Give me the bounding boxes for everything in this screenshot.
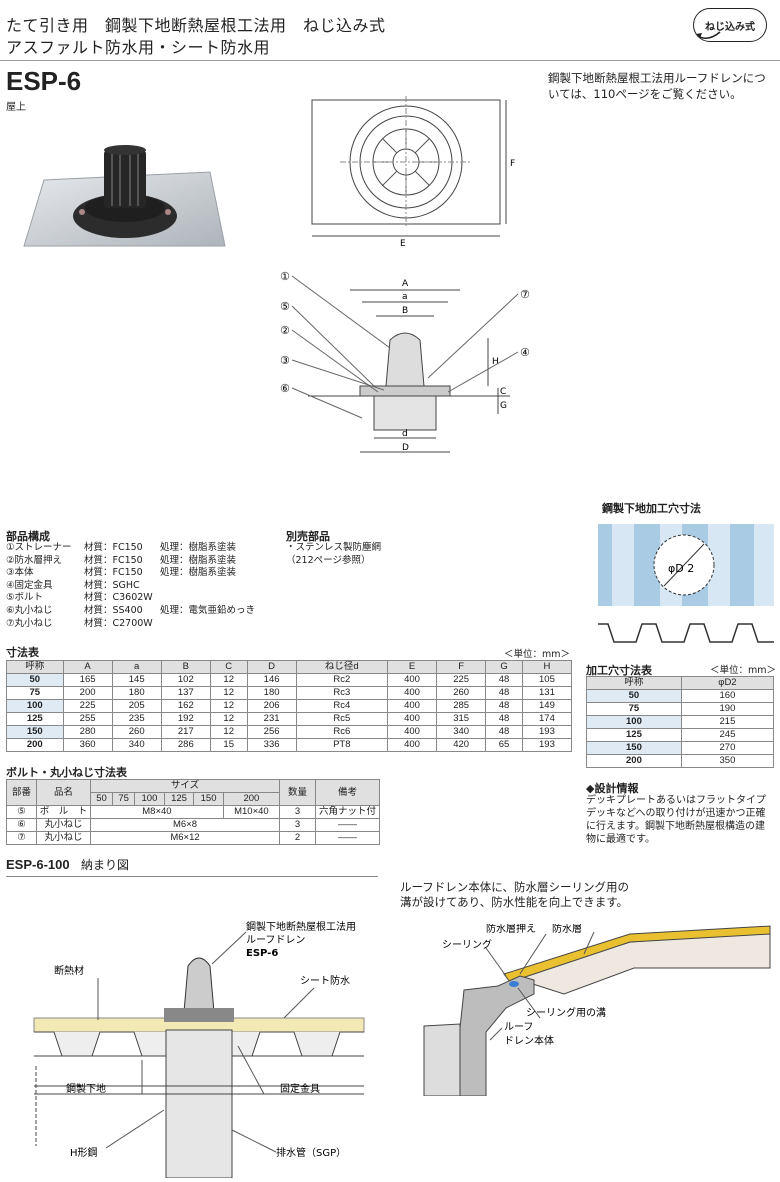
- sold-separately-title: 別売部品: [286, 530, 330, 543]
- design-info-body: デッキプレートあるいはフラットタイプデッキなどへの取り付けが迅速かつ正確に行えま…: [586, 795, 766, 845]
- h-beam-label: H形鋼: [70, 1146, 98, 1159]
- drain-label-2: ルーフドレン: [246, 935, 305, 946]
- steel-base-label: 鋼製下地: [66, 1082, 106, 1095]
- reference-note: 鋼製下地断熱屋根工法用ルーフドレンについては、110ページをご覧ください。: [548, 71, 766, 101]
- parts-item: ⑤ボルト材質：C3602W: [6, 592, 153, 604]
- callout-4: ④: [520, 346, 530, 359]
- callout-1: ①: [280, 270, 290, 283]
- dim-a-label: a: [402, 292, 408, 302]
- waterproof-layer-label: 防水層: [552, 924, 582, 935]
- sold-separately-line-2: （212ページ参照）: [286, 555, 371, 566]
- dim-G-label: G: [500, 401, 507, 411]
- dim-d-label: d: [402, 429, 408, 439]
- detail-note: ルーフドレン本体に、防水層シーリング用の溝が設けてあり、防水性能を向上できます。: [400, 880, 629, 909]
- badge-label: ねじ込み式: [705, 21, 755, 33]
- dim-table-title: 寸法表: [6, 646, 39, 659]
- dim-D-label: D: [402, 443, 409, 453]
- drain-body-label-2: ドレン本体: [504, 1034, 554, 1047]
- bolt-table-title: ボルト・丸小ねじ寸法表: [6, 766, 127, 779]
- header-line-2: アスファルト防水用・シート防水用: [6, 38, 271, 57]
- dim-F-label: F: [510, 159, 515, 169]
- sold-separately-line-1: ・ステンレス製防塵網: [286, 542, 382, 553]
- insulation-label: 断熱材: [54, 964, 84, 977]
- plan-view-drawing: E F: [311, 96, 515, 248]
- callout-7: ⑦: [520, 288, 530, 301]
- install-model: ESP-6-100: [6, 857, 70, 872]
- header-line-1: たて引き用 鋼製下地断熱屋根工法用 ねじ込み式: [6, 16, 386, 35]
- callout-5: ⑤: [280, 300, 290, 313]
- sheet-waterproof-label: シート防水: [300, 974, 350, 987]
- detail-drawing: 防水層押え 防水層 シーリング シーリング用の溝 ルーフ ドレン本体: [398, 924, 771, 1096]
- install-divider: [6, 876, 378, 877]
- drain-body-label-1: ルーフ: [504, 1022, 533, 1033]
- fixing-bracket-label: 固定金具: [280, 1082, 320, 1095]
- dim-B-label: B: [402, 306, 408, 316]
- dim-H-label: H: [492, 357, 499, 367]
- screw-type-badge: ねじ込み式: [693, 8, 767, 42]
- hole-table-title: 加工穴寸法表: [586, 664, 652, 677]
- hole-diameter-label: φD 2: [668, 562, 694, 575]
- callout-6: ⑥: [280, 382, 290, 395]
- parts-title: 部品構成: [6, 530, 50, 543]
- hole-table-unit: ＜単位：mm＞: [710, 665, 777, 676]
- dim-A-label: A: [402, 279, 409, 289]
- dim-E-label: E: [400, 239, 406, 248]
- header-divider: [0, 60, 780, 61]
- dim-table-unit: ＜単位：mm＞: [504, 649, 571, 660]
- dim-C-label: C: [500, 387, 506, 397]
- design-info-title: ◆設計情報: [586, 782, 639, 795]
- install-drawing: 鋼製下地断熱屋根工法用 ルーフドレン ESP-6 断熱材 シート防水 鋼製下地 …: [33, 920, 365, 1178]
- section-view-drawing: A a B H C G d D ① ⑤ ② ③ ⑥ ⑦ ④: [280, 270, 530, 453]
- callout-3: ③: [280, 354, 290, 367]
- drain-pipe-label: 排水管（SGP）: [276, 1146, 346, 1159]
- press-label: 防水層押え: [486, 924, 536, 935]
- table-header-row: 部番 品名 サイズ 数量 備考: [6, 779, 380, 806]
- sealing-label: シーリング: [442, 938, 492, 951]
- install-caption-text: 納まり図: [81, 858, 130, 872]
- drain-label-3: ESP-6: [246, 948, 278, 959]
- location-label: 屋上: [6, 102, 26, 113]
- sealing-groove-label: シーリング用の溝: [526, 1006, 606, 1019]
- install-caption: ESP-6-100 納まり図: [6, 856, 129, 873]
- parts-item: ⑦丸小ねじ材質：C2700W: [6, 617, 153, 629]
- callout-2: ②: [280, 324, 290, 337]
- badge-arrow-icon: [696, 31, 721, 39]
- hole-section-title: 鋼製下地加工穴寸法: [602, 502, 701, 515]
- drain-label-1: 鋼製下地断熱屋根工法用: [246, 920, 356, 933]
- parts-item: ④固定金具材質：SGHC: [6, 579, 140, 591]
- product-photo: [23, 145, 226, 247]
- hole-drawing: φD 2: [598, 524, 774, 643]
- model-title: ESP-6: [6, 66, 82, 96]
